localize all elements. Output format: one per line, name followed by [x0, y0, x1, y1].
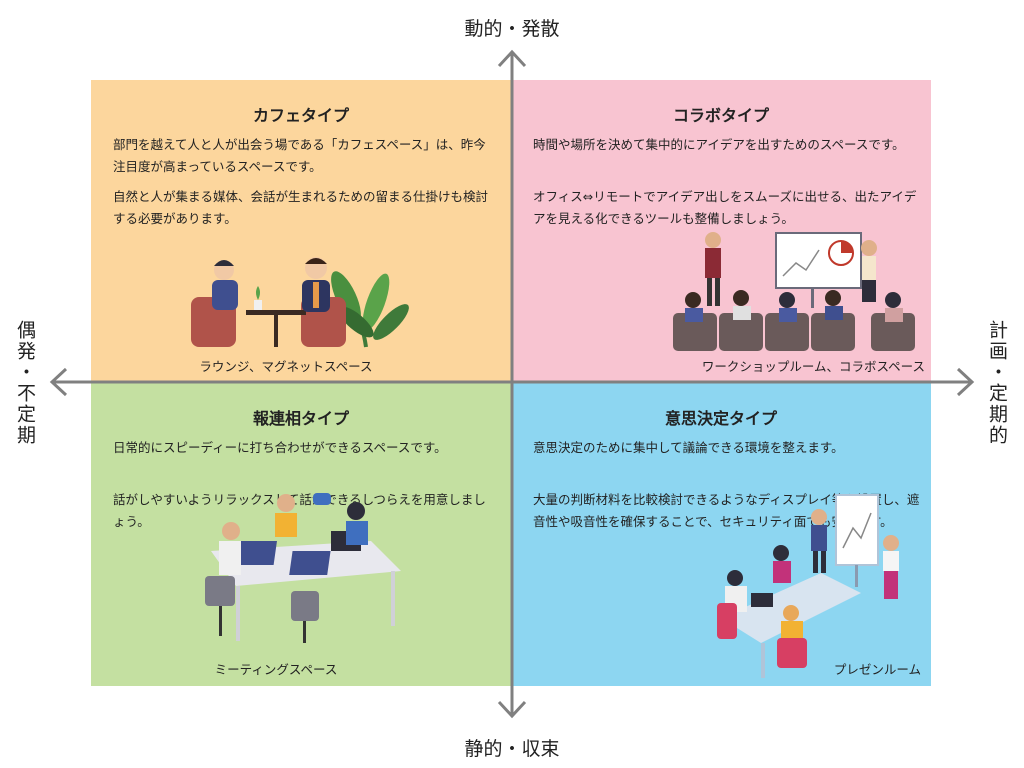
cafe-illustration [191, 257, 409, 348]
quadrant-cafe-type: カフェタイプ 部門を越えて人と人が出会う場である「カフェスペース」は、昨今注目度… [91, 80, 511, 383]
quadrant-title: 報連相タイプ [252, 409, 349, 428]
quadrant-title: コラボタイプ [672, 106, 769, 125]
quadrant-description-2: オフィス⇔リモートでアイデア出しをスムーズに出せる、出たアイデアを見える化できる… [533, 189, 917, 226]
arrow-down-icon [497, 700, 527, 719]
quadrant-decision-type: 意思決定タイプ 意思決定のために集中して議論できる環境を整えます。 大量の判断材… [511, 383, 931, 686]
workshop-illustration [673, 232, 915, 351]
quadrant-description: 部門を越えて人と人が出会う場である「カフェスペース」は、昨今注目度が高まっている… [113, 137, 486, 174]
quadrant-description-2: 話がしやすいようリラックスして話ができるしつらえを用意しましょう。 [113, 492, 486, 529]
arrow-left-icon [49, 367, 68, 397]
axis-label-right: 計画・定期的 [986, 320, 1008, 446]
quadrant-description: 時間や場所を決めて集中的にアイデアを出すためのスペースです。 [533, 137, 905, 152]
quadrant-title: カフェタイプ [252, 106, 349, 125]
quadrant-description: 意思決定のために集中して議論できる環境を整えます。 [533, 440, 844, 455]
presentation-illustration [717, 494, 899, 678]
quadrant-hourensou-type: 報連相タイプ 日常的にスピーディーに打ち合わせができるスペースです。 話がしやす… [91, 383, 511, 686]
axis-label-top: 動的・発散 [464, 18, 560, 40]
quadrant-description: 日常的にスピーディーに打ち合わせができるスペースです。 [113, 440, 447, 455]
meeting-illustration [205, 493, 401, 643]
axis-label-bottom: 静的・収束 [464, 738, 560, 760]
arrow-up-icon [497, 49, 527, 68]
quadrant-subtitle: ワークショップルーム、コラボスペース [701, 359, 925, 374]
quadrant-title: 意思決定タイプ [664, 409, 777, 428]
quadrant-subtitle: ミーティングスペース [214, 662, 338, 677]
quadrant-description-2: 大量の判断材料を比較検討できるようなディスプレイ等を設置し、遮音性や吸音性を確保… [533, 492, 920, 529]
axis-label-left: 偶発・不定期 [14, 320, 36, 446]
quadrant-subtitle: ラウンジ、マグネットスペース [199, 359, 373, 374]
quadrant-subtitle: プレゼンルーム [833, 662, 921, 677]
arrow-right-icon [956, 367, 975, 397]
quadrant-description-2: 自然と人が集まる媒体、会話が生まれるための留まる仕掛けも検討する必要があります。 [113, 189, 489, 226]
quadrant-collab-type: コラボタイプ 時間や場所を決めて集中的にアイデアを出すためのスペースです。 オフ… [511, 80, 931, 383]
